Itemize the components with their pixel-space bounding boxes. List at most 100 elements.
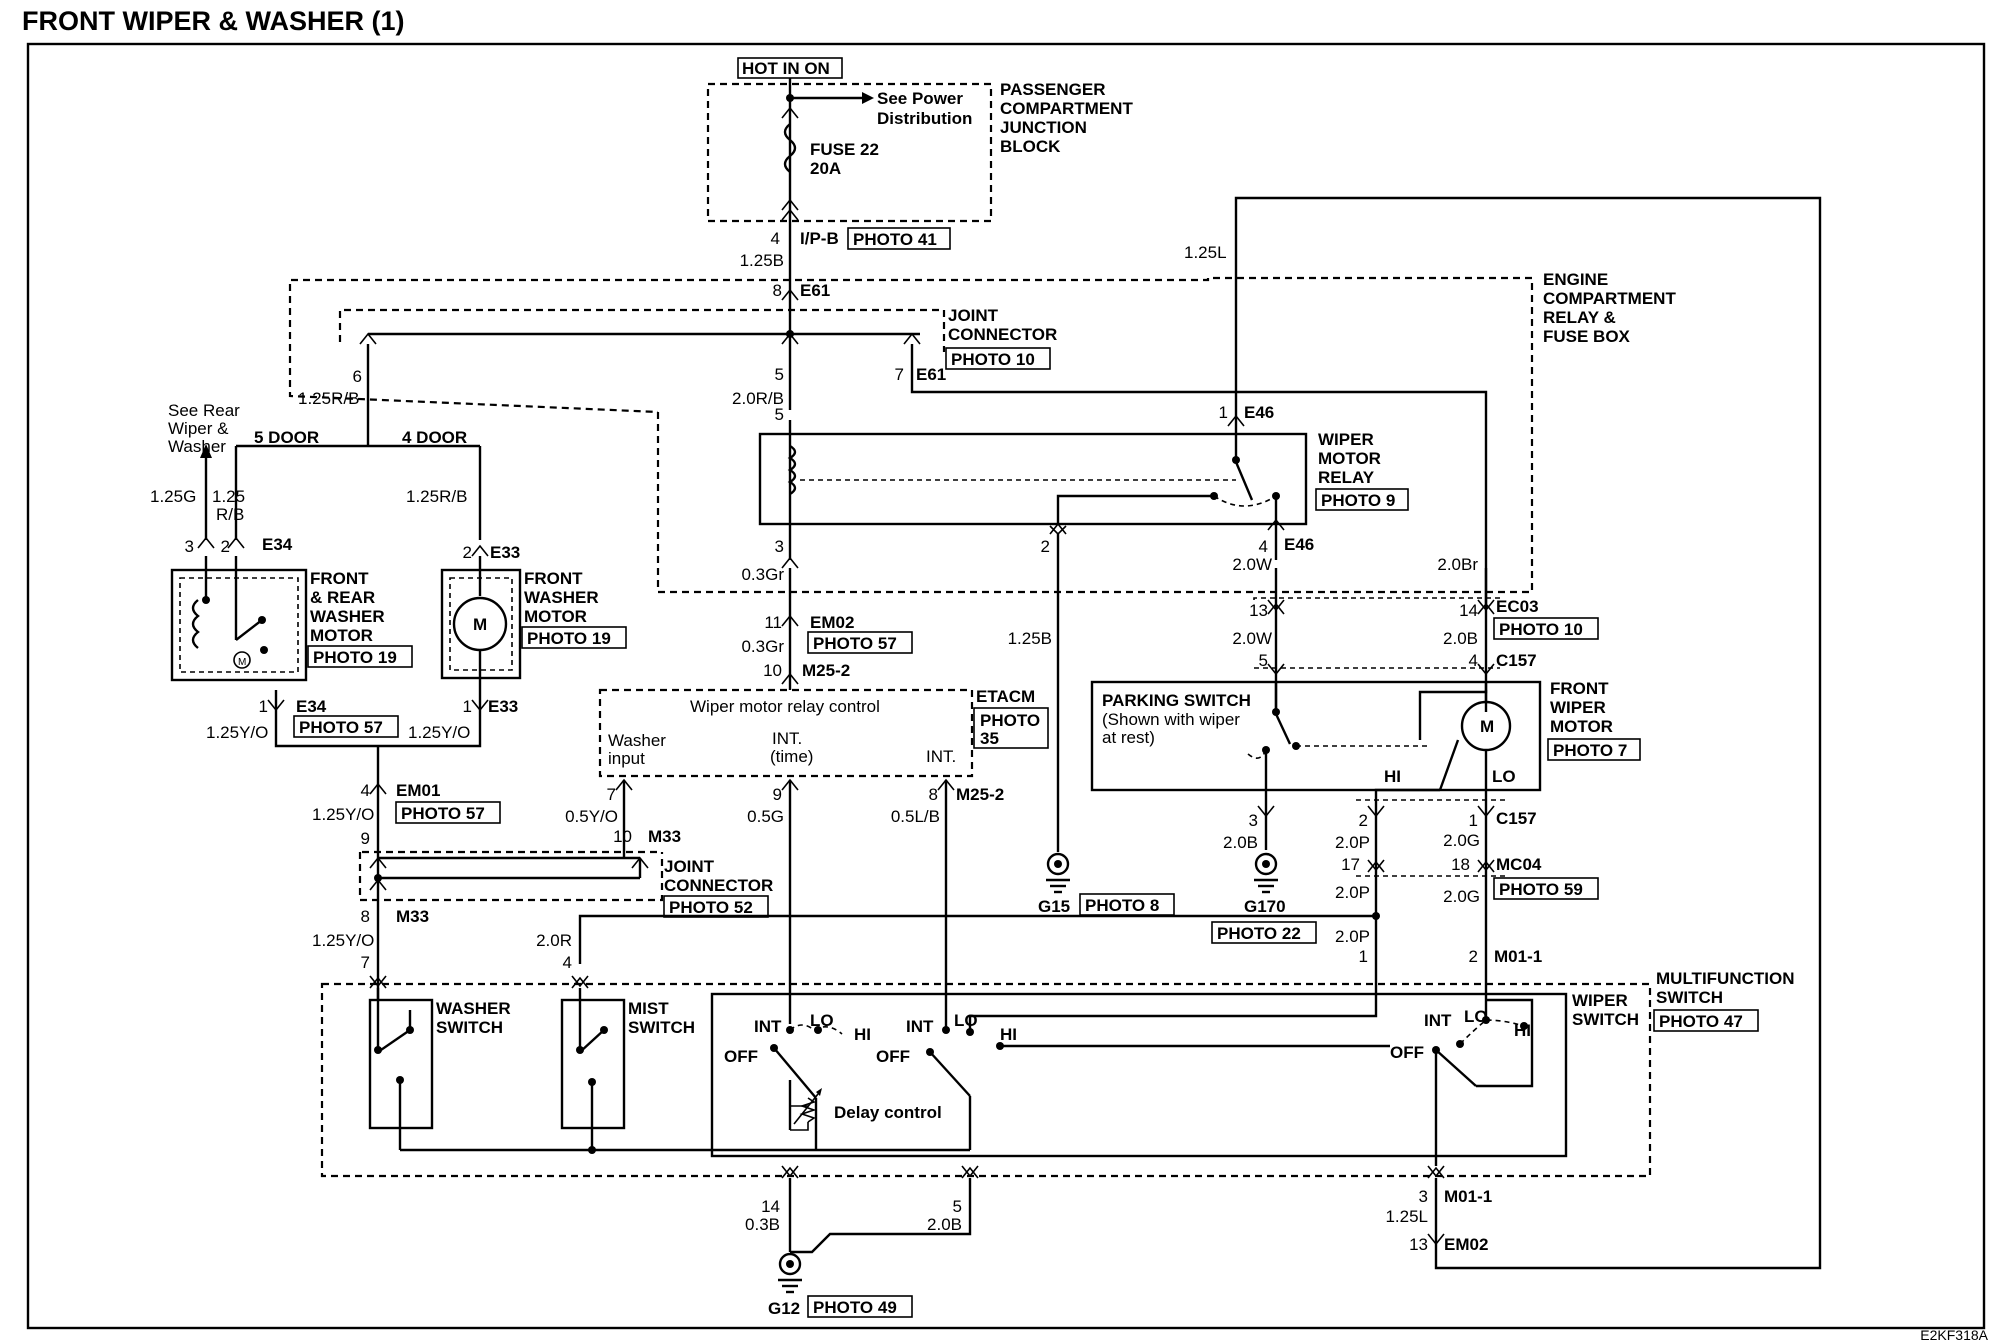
wire-1.25l-bottom: 1.25L (1385, 1207, 1428, 1226)
connector-e33-b: E33 (488, 697, 518, 716)
washer-switch-label-1: WASHER (436, 999, 511, 1018)
connector-e61-b: E61 (916, 365, 946, 384)
pin-label: 2 (1469, 947, 1478, 966)
see-rear-label-1: See Rear (168, 401, 240, 420)
pin-label: 5 (1259, 651, 1268, 670)
wiper-switch-off-1: OFF (724, 1047, 758, 1066)
photo-10-b-label: PHOTO 10 (1499, 620, 1583, 639)
photo-49-label: PHOTO 49 (813, 1298, 897, 1317)
engine-box-label-4: FUSE BOX (1543, 327, 1631, 346)
joint-connector-bottom-label-1: JOINT (664, 857, 715, 876)
wire-0.3gr-b: 0.3Gr (741, 637, 784, 656)
wiper-switch-lo-1: LO (810, 1011, 834, 1030)
pin-label: 2 (221, 537, 230, 556)
etacm-int-label: INT. (926, 747, 956, 766)
ground-g12 (778, 1252, 802, 1294)
etacm-int-time-label-2: (time) (770, 747, 813, 766)
multifunction-label-2: SWITCH (1656, 988, 1723, 1007)
pin-label: 9 (361, 829, 370, 848)
wire-2.0p-c: 2.0P (1335, 927, 1370, 946)
wire-1.25b-relay: 1.25B (1008, 629, 1052, 648)
wire-2.0p-a: 2.0P (1335, 833, 1370, 852)
pin-label: 8 (929, 785, 938, 804)
engine-box-label-2: COMPARTMENT (1543, 289, 1676, 308)
wire-0.5g: 0.5G (747, 807, 784, 826)
wire-1.25b: 1.25B (740, 251, 784, 270)
see-power-text-2: Distribution (877, 109, 972, 128)
front-washer-label-1: FRONT (524, 569, 583, 588)
connector-m01-1: M01-1 (1494, 947, 1542, 966)
washer-switch: WASHER SWITCH (368, 988, 511, 1150)
wire-1.25r-b: 1.25R/B (298, 389, 359, 408)
joint-connector-bottom: JOINT CONNECTOR PHOTO 52 (358, 850, 773, 918)
etacm-washer-label-1: Washer (608, 731, 666, 750)
pin-label: 7 (607, 785, 616, 804)
photo-19-a-label: PHOTO 19 (313, 648, 397, 667)
wire-1.25y-o-c: 1.25Y/O (312, 805, 374, 824)
connector-mc04: MC04 (1496, 855, 1542, 874)
see-power-text-1: See Power (877, 89, 963, 108)
hot-in-on-label: HOT IN ON (742, 59, 830, 78)
wiper-switch: WIPER SWITCH INT LO HI OFF INT LO HI OFF… (710, 991, 1639, 1166)
pin-label: 14 (1459, 601, 1478, 620)
wiper-switch-lo-3: LO (1464, 1007, 1488, 1026)
wire-2.0g-b: 2.0G (1443, 887, 1480, 906)
pin-label: 17 (1341, 855, 1360, 874)
wire-0.3gr-a: 0.3Gr (741, 565, 784, 584)
pin-label: 4 (1259, 537, 1268, 556)
connector-c157: C157 (1496, 651, 1537, 670)
photo-41-label: PHOTO 41 (853, 230, 937, 249)
wire-2.0r: 2.0R (536, 931, 572, 950)
connector-ipb: I/P-B (800, 229, 839, 248)
wiper-motor-relay-label-3: RELAY (1318, 468, 1375, 487)
ground-g15 (1046, 852, 1070, 894)
front-wiper-motor-label-2: WIPER (1550, 698, 1606, 717)
ground-g170 (1254, 852, 1278, 894)
pin-label: 10 (763, 661, 782, 680)
photo-22-label: PHOTO 22 (1217, 924, 1301, 943)
wire-1.25g: 1.25G (150, 487, 196, 506)
wiper-motor-m: M (1480, 717, 1494, 736)
multifunction-label-1: MULTIFUNCTION (1656, 969, 1795, 988)
wire-1.25r-b-4door: 1.25R/B (406, 487, 467, 506)
front-rear-washer-label-1: FRONT (310, 569, 369, 588)
connector-m25-2: M25-2 (802, 661, 850, 680)
pin-label: 1 (1469, 811, 1478, 830)
ground-g15-label: G15 (1038, 897, 1070, 916)
connector-e33: E33 (490, 543, 520, 562)
wiper-motor-relay-label-1: WIPER (1318, 430, 1374, 449)
diagram-title: FRONT WIPER & WASHER (1) (22, 6, 405, 36)
passenger-junction-block: HOT IN ON See Power Distribution FUSE 22… (706, 57, 1133, 236)
pin-label: 9 (773, 785, 782, 804)
pin-label: 4 (361, 781, 370, 800)
wiper-motor-hi-label: HI (1384, 767, 1401, 786)
pin-label: 1 (259, 697, 268, 716)
four-door-label: 4 DOOR (402, 428, 467, 447)
connector-e34: E34 (262, 535, 293, 554)
photo-9-label: PHOTO 9 (1321, 491, 1395, 510)
engine-compartment-box: ENGINE COMPARTMENT RELAY & FUSE BOX (288, 270, 1676, 594)
photo-57-a-label: PHOTO 57 (299, 718, 383, 737)
wiper-switch-lo-2: LO (954, 1011, 978, 1030)
wiper-switch-label-2: SWITCH (1572, 1010, 1639, 1029)
pin-label: 2 (1359, 811, 1368, 830)
wire-2.0br: 2.0Br (1437, 555, 1478, 574)
photo-57-b-label: PHOTO 57 (401, 804, 485, 823)
connector-m01-1-b: M01-1 (1444, 1187, 1492, 1206)
five-door-label: 5 DOOR (254, 428, 319, 447)
mist-switch-label-2: SWITCH (628, 1018, 695, 1037)
wire-2.0b-g170: 2.0B (1223, 833, 1258, 852)
see-rear-label-3: Washer (168, 437, 226, 456)
connector-ec03: EC03 (1496, 597, 1539, 616)
parking-note-1: (Shown with wiper (1102, 710, 1240, 729)
front-rear-washer-label-3: WASHER (310, 607, 385, 626)
wire-1.25l-top: 1.25L (1184, 243, 1227, 262)
wire-2.0w-a: 2.0W (1232, 555, 1272, 574)
junction-block-label-1: PASSENGER (1000, 80, 1106, 99)
wire-2.0p-b: 2.0P (1335, 883, 1370, 902)
pin-label: 7 (361, 953, 370, 972)
wire-2.0g-a: 2.0G (1443, 831, 1480, 850)
wire-1.25y-o-b: 1.25Y/O (408, 723, 470, 742)
wiper-switch-hi-1: HI (854, 1025, 871, 1044)
wiper-switch-int-2: INT (906, 1017, 934, 1036)
